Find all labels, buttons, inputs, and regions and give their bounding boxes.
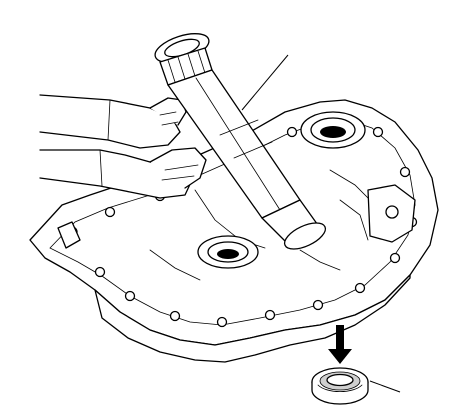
removal-direction-arrow xyxy=(328,325,352,364)
removed-oil-seal xyxy=(311,367,369,405)
oil-seal-bore xyxy=(197,235,259,269)
callout-leader-tool xyxy=(241,54,289,111)
transmission-case xyxy=(29,99,439,363)
technician-hands xyxy=(39,94,207,199)
callout-leader-seal xyxy=(369,380,401,393)
seal-driver-tool xyxy=(154,33,327,250)
callout-leaders xyxy=(241,54,401,393)
upper-bearing-bore xyxy=(300,111,366,149)
